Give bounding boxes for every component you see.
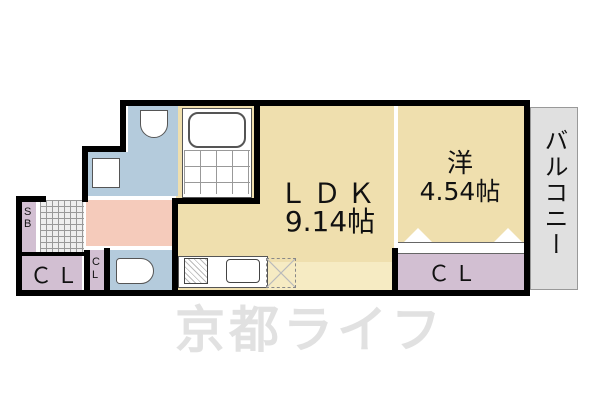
washing-machine-icon <box>92 158 120 188</box>
closet-door-right <box>494 228 522 242</box>
shoe-box-label: S B <box>24 206 32 230</box>
sink-icon <box>226 259 260 283</box>
ldk-size: 9.14帖 <box>284 205 376 238</box>
ldk-name: ＬＤＫ <box>278 177 381 210</box>
wall-wash-left <box>120 100 126 152</box>
wall-top <box>120 100 530 106</box>
wall-bath-bottom <box>176 198 260 204</box>
closet-left-label: ＣＬ <box>30 263 83 288</box>
fridge-space <box>266 258 296 288</box>
western-room-name: 洋 <box>446 149 473 179</box>
wall-closet-top <box>16 252 86 256</box>
wall-toilet-left <box>104 248 110 294</box>
closet-door-left <box>404 228 432 242</box>
balcony <box>530 107 578 290</box>
washbasin-icon <box>140 110 168 138</box>
wall-right <box>524 100 530 296</box>
wall-left <box>16 196 22 296</box>
wall-wash-left2 <box>82 146 88 202</box>
toilet-icon <box>116 258 154 284</box>
stove-icon <box>184 258 208 284</box>
entrance <box>40 200 84 252</box>
wall-ldk-left <box>172 198 178 296</box>
closet-western-label: ＣＬ <box>428 261 481 286</box>
balcony-label: バルコニー <box>540 128 568 258</box>
shoe-box <box>22 200 36 254</box>
wall-bath-right <box>254 100 260 204</box>
hallway <box>86 200 172 246</box>
bath-tiles <box>184 150 250 194</box>
closet-left <box>22 256 82 290</box>
closet-small <box>90 250 104 290</box>
wall-wash-step <box>82 146 126 152</box>
closet-western <box>398 254 524 290</box>
western-room-size: 4.54帖 <box>419 177 501 206</box>
wall-closet-divider <box>84 250 90 294</box>
wall-bottom <box>16 290 530 296</box>
bathtub-icon <box>188 112 246 148</box>
wall-entrance-top <box>16 196 46 202</box>
wall-western-left <box>392 248 398 296</box>
watermark: 京都ライフ <box>175 301 445 359</box>
closet-small-label: C L <box>92 256 100 281</box>
closet-rail <box>398 242 524 254</box>
